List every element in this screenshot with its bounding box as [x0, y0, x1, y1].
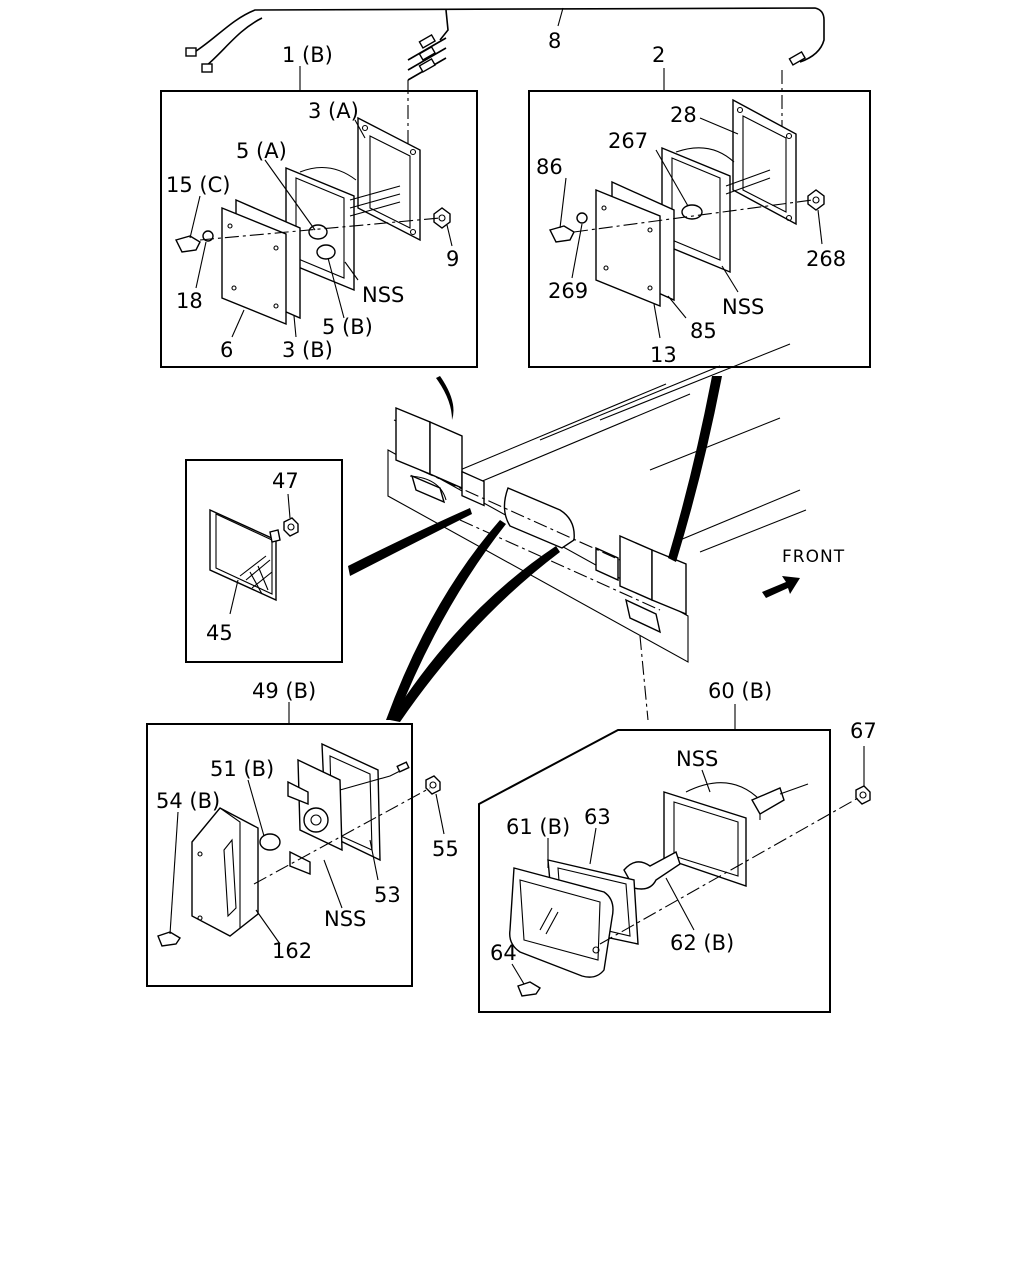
part-labels: 8 1 (B) 2 3 (A) 5 (A) 15 (C) 9 18 NSS 5 …: [156, 29, 877, 965]
label-55: 55: [432, 837, 459, 861]
box-rear-lamp-left: [160, 66, 478, 368]
label-13: 13: [650, 343, 677, 367]
label-6: 6: [220, 338, 233, 362]
box-rear-lamp-right: [528, 68, 871, 368]
label-267: 267: [608, 129, 648, 153]
label-61b: 61 (B): [506, 815, 570, 839]
label-nss-right: NSS: [722, 295, 764, 319]
label-51b: 51 (B): [210, 757, 274, 781]
label-5b: 5 (B): [322, 315, 373, 339]
box-license-lamp: [478, 704, 871, 1013]
callout-leaders: [348, 376, 722, 722]
label-18: 18: [176, 289, 203, 313]
wiring-harness: [185, 7, 825, 230]
label-45: 45: [206, 621, 233, 645]
label-front: FRONT: [782, 547, 845, 567]
box-reflector: [185, 459, 343, 663]
label-28: 28: [670, 103, 697, 127]
label-15c: 15 (C): [166, 173, 230, 197]
label-3b: 3 (B): [282, 338, 333, 362]
label-nss-left: NSS: [362, 283, 404, 307]
label-269: 269: [548, 279, 588, 303]
label-63: 63: [584, 805, 611, 829]
truck-rear-frame: [387, 343, 807, 721]
label-8: 8: [548, 29, 561, 53]
label-54b: 54 (B): [156, 789, 220, 813]
label-162: 162: [272, 939, 312, 963]
label-60b: 60 (B): [708, 679, 772, 703]
label-67: 67: [850, 719, 877, 743]
label-2: 2: [652, 43, 665, 67]
label-5a: 5 (A): [236, 139, 287, 163]
label-47: 47: [272, 469, 299, 493]
box-side-marker: [146, 702, 445, 987]
label-nss-br: NSS: [676, 747, 718, 771]
label-53: 53: [374, 883, 401, 907]
label-268: 268: [806, 247, 846, 271]
label-64: 64: [490, 941, 517, 965]
label-86: 86: [536, 155, 563, 179]
label-nss-bl: NSS: [324, 907, 366, 931]
label-9: 9: [446, 247, 459, 271]
label-62b: 62 (B): [670, 931, 734, 955]
label-85: 85: [690, 319, 717, 343]
label-1b: 1 (B): [282, 43, 333, 67]
label-49b: 49 (B): [252, 679, 316, 703]
label-3a: 3 (A): [308, 99, 359, 123]
